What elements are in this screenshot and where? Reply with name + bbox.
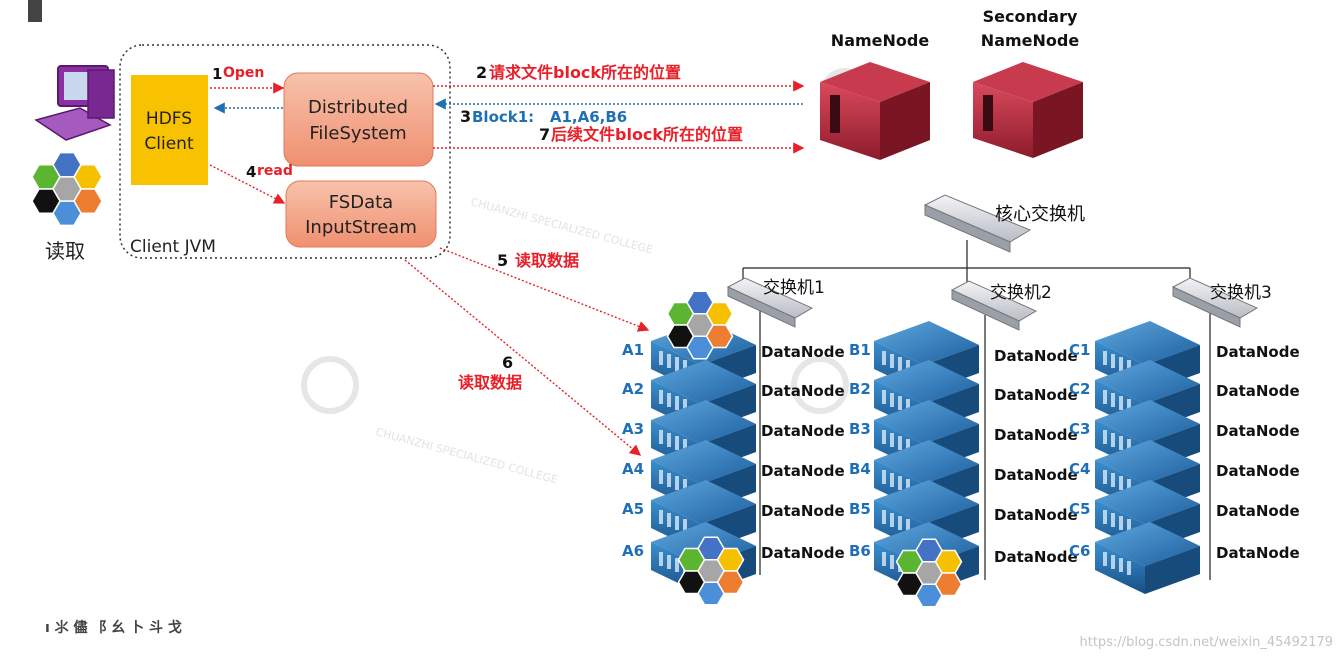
step7-label: 后续文件block所在的位置 xyxy=(551,125,743,144)
block-hexagon-cluster-icon xyxy=(31,151,103,227)
datanode-label: DataNode xyxy=(994,466,1078,484)
block-id-label: B2 xyxy=(849,380,871,398)
step1-number: 1 xyxy=(212,65,222,83)
rack-switch-3-icon[interactable] xyxy=(1171,277,1259,328)
datanode-label: DataNode xyxy=(994,386,1078,404)
block-hexagon-cluster-icon xyxy=(677,536,745,606)
switch3-label: 交换机3 xyxy=(1210,283,1272,303)
datanode-label: DataNode xyxy=(761,462,845,480)
rack-switch-1-icon[interactable] xyxy=(726,277,814,328)
step3-number: 3 xyxy=(460,107,471,126)
datanode-label: DataNode xyxy=(761,422,845,440)
datanode-label: DataNode xyxy=(761,382,845,400)
block-id-label: A3 xyxy=(622,420,644,438)
step5-number: 5 xyxy=(497,251,508,270)
block-id-label: A5 xyxy=(622,500,644,518)
datanode-label: DataNode xyxy=(1216,462,1300,480)
datanode-label: DataNode xyxy=(1216,544,1300,562)
block-id-label: A6 xyxy=(622,542,644,560)
step5-label: 读取数据 xyxy=(515,251,579,270)
step4-number: 4 xyxy=(246,163,256,181)
distributed-fs-label-line1: Distributed xyxy=(308,97,408,118)
svg-text:CHUANZHI SPECIALIZED COLLEGE: CHUANZHI SPECIALIZED COLLEGE xyxy=(374,425,559,486)
step4-label: read xyxy=(257,163,293,179)
secondary-label-line2: NameNode xyxy=(981,31,1080,50)
source-url: https://blog.csdn.net/weixin_45492179 xyxy=(1079,635,1333,650)
datanode-server-icon[interactable] xyxy=(1095,522,1200,594)
read-label: 读取 xyxy=(45,239,85,263)
fsdata-inputstream-box[interactable] xyxy=(285,180,437,248)
step4-arrow xyxy=(209,164,286,204)
datanode-label: DataNode xyxy=(1216,382,1300,400)
datanode-label: DataNode xyxy=(994,426,1078,444)
datanode-label: DataNode xyxy=(1216,502,1300,520)
block-hexagon-cluster-icon xyxy=(895,538,963,608)
block-id-label: C4 xyxy=(1069,460,1090,478)
block-hexagon-cluster-icon xyxy=(666,290,734,360)
namenode-label: NameNode xyxy=(831,31,930,50)
block-id-label: C2 xyxy=(1069,380,1090,398)
hdfs-client-label-line1: HDFS xyxy=(146,109,192,129)
block-id-label: A4 xyxy=(622,460,644,478)
block-id-label: C6 xyxy=(1069,542,1090,560)
datanode-label: DataNode xyxy=(761,544,845,562)
step2-label: 请求文件block所在的位置 xyxy=(489,63,681,82)
core-switch-icon[interactable] xyxy=(923,194,1032,253)
step3-label: Block1: A1,A6,B6 xyxy=(472,108,627,126)
block-id-label: C5 xyxy=(1069,500,1090,518)
distributed-fs-label-line2: FileSystem xyxy=(309,123,406,144)
block-id-label: B1 xyxy=(849,341,871,359)
step2-number: 2 xyxy=(476,63,487,82)
block-id-label: B6 xyxy=(849,542,871,560)
svg-text:CHUANZHI SPECIALIZED COLLEGE: CHUANZHI SPECIALIZED COLLEGE xyxy=(469,195,654,256)
block-id-label: B3 xyxy=(849,420,871,438)
datanode-label: DataNode xyxy=(761,343,845,361)
hdfs-client-box[interactable] xyxy=(131,75,208,185)
datanode-label: DataNode xyxy=(1216,422,1300,440)
step6-arrow xyxy=(404,259,642,456)
block-id-label: A1 xyxy=(622,341,644,359)
block-id-label: A2 xyxy=(622,380,644,398)
computer-icon xyxy=(34,65,115,141)
secondary-label-line1: Secondary xyxy=(983,7,1078,26)
datanode-label: DataNode xyxy=(994,548,1078,566)
block-id-label: B5 xyxy=(849,500,871,518)
hdfs-client-label-line2: Client xyxy=(144,134,194,154)
step6-label: 读取数据 xyxy=(458,373,522,392)
footer-fragment: ı ⺢ 儘 ⻏ ⼳ ⼘ ⽃ ⼽ xyxy=(45,619,182,636)
distributed-filesystem-box[interactable] xyxy=(283,72,434,167)
client-jvm-label: Client JVM xyxy=(130,237,216,257)
block-id-label: B4 xyxy=(849,460,871,478)
step1-label: Open xyxy=(223,65,264,81)
namenode-server-icon[interactable] xyxy=(820,62,930,160)
fsdata-label-line1: FSData xyxy=(329,192,393,213)
switch1-label: 交换机1 xyxy=(763,278,825,298)
rack-switch-2-icon[interactable] xyxy=(950,280,1038,331)
step5-arrow xyxy=(439,247,650,332)
network-lines xyxy=(742,240,1211,580)
core-switch-label: 核心交换机 xyxy=(995,204,1085,225)
client-jvm-boundary xyxy=(119,44,451,259)
step6-number: 6 xyxy=(502,353,513,372)
corner-marker xyxy=(28,0,42,22)
datanode-label: DataNode xyxy=(994,347,1078,365)
secondary-namenode-server-icon[interactable] xyxy=(973,62,1083,158)
block-id-label: C1 xyxy=(1069,341,1090,359)
datanode-label: DataNode xyxy=(994,506,1078,524)
fsdata-label-line2: InputStream xyxy=(305,217,417,238)
datanode-label: DataNode xyxy=(1216,343,1300,361)
switch2-label: 交换机2 xyxy=(990,283,1052,303)
step7-number: 7 xyxy=(539,125,550,144)
block-id-label: C3 xyxy=(1069,420,1090,438)
datanode-label: DataNode xyxy=(761,502,845,520)
